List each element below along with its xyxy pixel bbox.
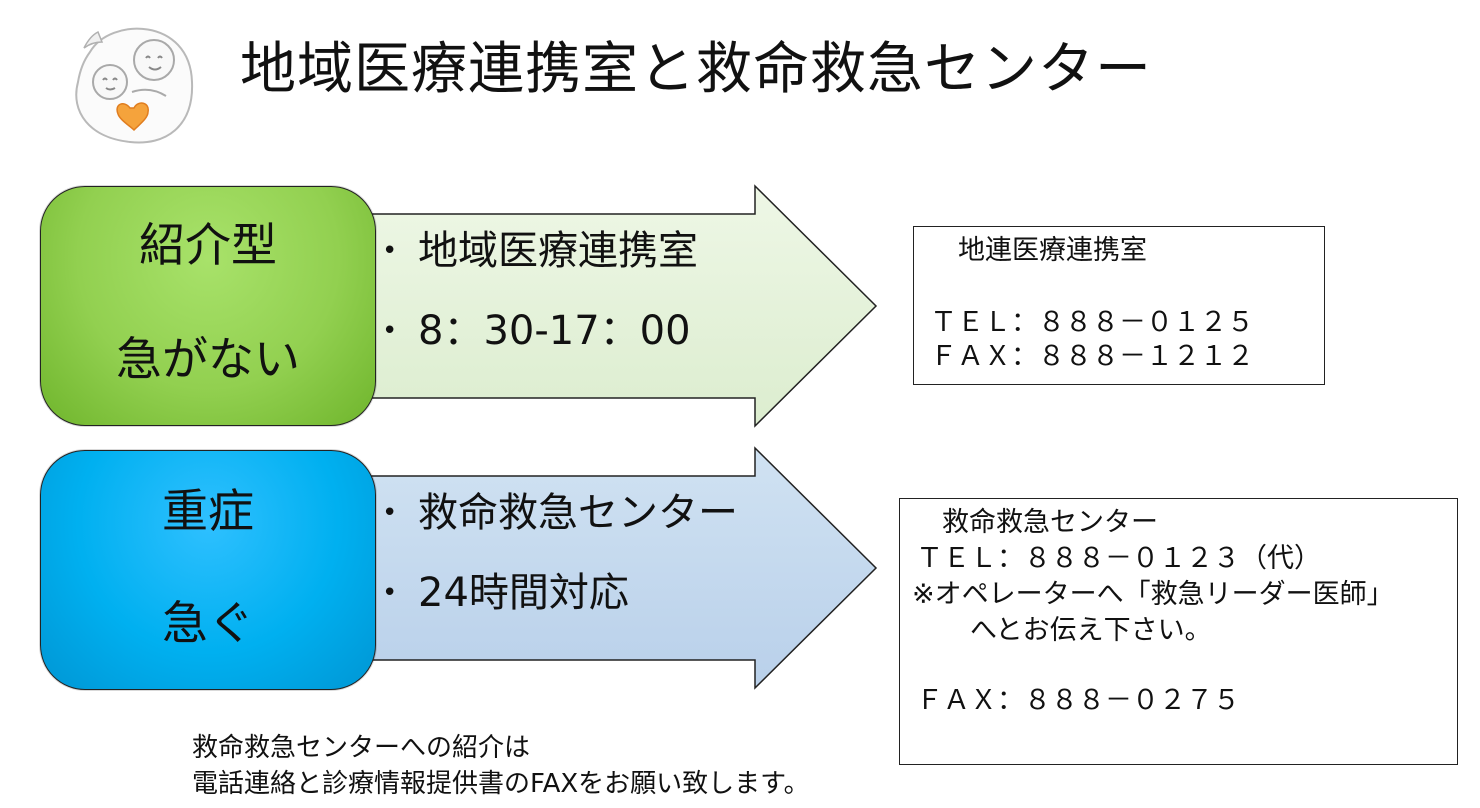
bullet-dot-icon: • <box>382 578 398 608</box>
bullet-dot-icon: • <box>382 236 398 266</box>
category-label-urgency: 急ぐ <box>162 596 254 650</box>
bullet-item: • 24時間対応 <box>382 566 738 620</box>
bullet-item: • 8：30-17：00 <box>382 304 698 358</box>
contact-box-emergency: 救命救急センター ＴＥＬ：８８８－０１２３（代） ※オペレーターへ「救急リーダー… <box>899 498 1458 765</box>
footer-line: 電話連絡と診療情報提供書のFAXをお願い致します。 <box>192 769 810 799</box>
category-label-type: 重症 <box>162 484 254 538</box>
arrow-shape-intro <box>360 184 878 428</box>
contact-fax: ＦＡＸ：８８８－１２１２ <box>930 341 1254 372</box>
category-box-severe: 重症 急ぐ <box>40 450 376 690</box>
contact-name: 救命救急センター <box>942 507 1158 538</box>
category-box-referral: 紹介型 急がない <box>40 186 376 426</box>
category-label-urgency: 急がない <box>116 332 300 386</box>
arrow-shape-emergency <box>360 446 878 690</box>
page-title: 地域医療連携室と救命救急センター <box>240 37 1152 102</box>
bullet-dot-icon: • <box>382 498 398 528</box>
bullet-list-intro: • 地域医療連携室 • 8：30-17：00 <box>382 224 698 358</box>
bullet-item: • 救命救急センター <box>382 486 738 540</box>
bullet-dot-icon: • <box>382 316 398 346</box>
contact-box-liaison: 地連医療連携室 ＴＥＬ：８８８－０１２５ ＦＡＸ：８８８－１２１２ <box>913 226 1325 385</box>
contact-fax: ＦＡＸ：８８８－０２７５ <box>916 685 1240 716</box>
bullet-item: • 地域医療連携室 <box>382 224 698 278</box>
bullet-list-emergency: • 救命救急センター • 24時間対応 <box>382 486 738 620</box>
contact-tel: ＴＥＬ：８８８－０１２５ <box>930 307 1254 338</box>
contact-note: ※オペレーターへ「救急リーダー医師」 <box>912 579 1394 610</box>
contact-note-continued: へとお伝え下さい。 <box>970 615 1212 646</box>
category-label-type: 紹介型 <box>139 218 277 272</box>
footer-line: 救命救急センターへの紹介は <box>192 733 531 763</box>
contact-name: 地連医療連携室 <box>958 235 1147 266</box>
footer-note: 救命救急センターへの紹介は 電話連絡と診療情報提供書のFAXをお願い致します。 <box>192 730 810 802</box>
mother-child-heart-logo <box>75 27 194 144</box>
contact-tel: ＴＥＬ：８８８－０１２３（代） <box>916 543 1321 574</box>
